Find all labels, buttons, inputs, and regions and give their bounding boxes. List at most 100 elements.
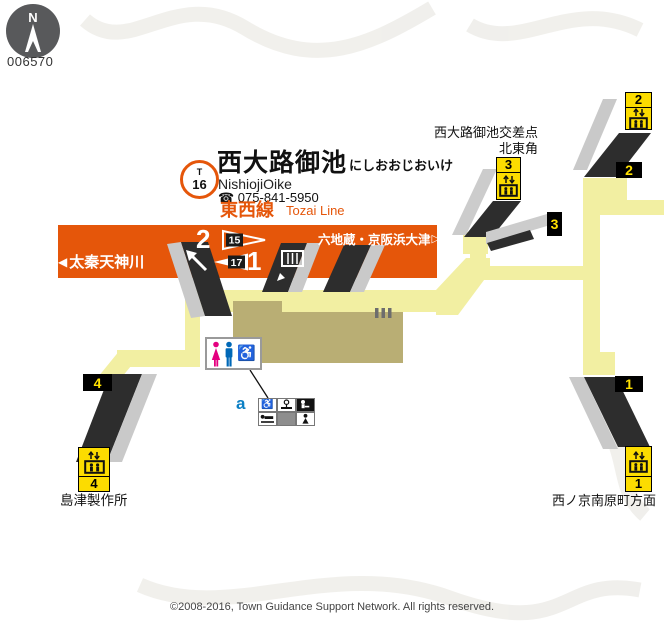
elevator-icon	[83, 459, 105, 474]
escalator-west-gray	[167, 242, 205, 318]
intersection-landmark: 西大路御池交差点 北東角	[418, 125, 538, 158]
exit3-sign-icons	[499, 173, 518, 199]
track-1-car-flag-icon: 17	[214, 253, 248, 271]
exit4-sign-number: 4	[79, 476, 109, 491]
exit2-path-label: 2	[616, 162, 642, 178]
path-exit1-landing	[583, 352, 615, 375]
elevator-icon	[629, 117, 648, 130]
wheelchair-icon: ♿	[237, 345, 256, 362]
escalator-mid	[262, 243, 307, 292]
wheelchair-icon: ♿	[261, 399, 274, 410]
exit2-sign-number: 2	[626, 93, 651, 108]
intersection-line2: 北東角	[498, 141, 538, 157]
elevator-icon	[499, 184, 518, 197]
copyright-text: ©2008-2016, Town Guidance Support Networ…	[169, 601, 495, 613]
exit4-stairs-gray	[107, 374, 157, 462]
stairs-mid	[323, 245, 371, 292]
direction-uzumasa: ◀ 太秦天神川	[58, 251, 144, 272]
exit1-sign: 1	[625, 446, 652, 492]
ostomate-icon	[281, 399, 292, 409]
facility-cell	[296, 412, 315, 426]
direction-rokujizo-label: 六地蔵・京阪浜大津	[318, 233, 431, 247]
station-number-badge: T 16	[180, 160, 219, 199]
exit1-sign-number: 1	[626, 476, 651, 491]
escalator-up-arrow-icon	[186, 250, 208, 272]
exit3-ramp-gray	[486, 214, 547, 244]
badge-number: 16	[192, 177, 207, 192]
exit2-stairs	[573, 99, 651, 177]
track-1-car-flag-number: 17	[231, 257, 243, 269]
exit4-stairs	[76, 374, 157, 462]
exit1-path-label: 1	[615, 376, 643, 392]
path-exit4-connector	[98, 350, 144, 377]
track-2-car-flag-number: 15	[229, 235, 241, 247]
up-down-arrows-icon	[632, 108, 645, 117]
line-name-en: Tozai Line	[286, 203, 345, 218]
compass-north-label: N	[28, 10, 37, 25]
direction-uzumasa-label: 太秦天神川	[69, 254, 145, 271]
concourse-area	[233, 301, 403, 363]
map-code: 006570	[7, 54, 54, 69]
line-name-ja: 東西線	[220, 200, 274, 220]
line-name: 東西線 Tozai Line	[220, 201, 345, 219]
exit2-stairs-black	[584, 133, 651, 177]
direction-rokujizo: 六地蔵・京阪浜大津 ▷	[318, 229, 440, 248]
ticket-gates-icon	[375, 308, 392, 318]
exit3-ramp-black	[487, 230, 534, 251]
facility-cell	[277, 398, 296, 412]
station-phone: ☎ 075-841-5950	[218, 190, 319, 205]
exit4-sign-icons	[83, 448, 105, 476]
exit4-path-label: 4	[83, 374, 112, 391]
track-1-number: 1	[247, 246, 262, 276]
exit2-stairs-gray	[573, 99, 617, 170]
path-east-band	[468, 266, 590, 280]
exit2-sign-icons	[629, 108, 648, 130]
exit3-sign-number: 3	[497, 158, 520, 173]
exit3-path-label: 3	[547, 212, 562, 236]
toilet-sign: ♿	[205, 337, 262, 370]
stairs-mid-gray	[350, 245, 385, 292]
exit3-stairs-gray	[452, 169, 497, 235]
landmark-nishinokyo: 西ノ京南原町方面	[552, 493, 657, 508]
exit2-sign: 2	[625, 92, 652, 130]
facility-cell	[258, 412, 277, 426]
escalator-mid-gray	[288, 243, 321, 292]
diaper-changing-icon	[260, 414, 274, 423]
man-icon	[225, 341, 233, 366]
child-seat-icon	[302, 413, 309, 424]
exit3-sign: 3	[496, 157, 521, 200]
baby-chair-icon	[301, 400, 310, 409]
facility-cell	[296, 398, 315, 412]
up-down-arrows-icon	[88, 450, 100, 460]
exit1-sign-icons	[629, 447, 648, 476]
right-triangle-icon: ▷	[431, 233, 440, 245]
exit4-sign: 4	[78, 447, 110, 492]
track-2-number: 2	[196, 224, 211, 254]
platform-stairs	[167, 242, 385, 318]
track-2-car-flag-icon: 15	[222, 229, 266, 251]
badge-line-letter: T	[196, 167, 203, 177]
path-top-right-band	[593, 200, 664, 215]
facility-cell: ♿	[258, 398, 277, 412]
station-name-ja: 西大路御池	[217, 149, 348, 177]
exit1-stairs	[569, 377, 650, 449]
escalator-west	[181, 242, 232, 316]
path-right-trunk	[583, 178, 600, 358]
intersection-line1: 西大路御池交差点	[433, 125, 538, 140]
escalator-icon	[277, 250, 304, 281]
woman-icon	[211, 341, 221, 366]
left-triangle-icon: ◀	[58, 254, 68, 269]
facility-icon-grid: ♿	[258, 398, 315, 426]
exit4-stairs-black	[76, 374, 142, 462]
exit3-stairs-black	[464, 201, 521, 237]
up-down-arrows-icon	[632, 450, 645, 460]
facility-cell-empty	[277, 412, 296, 426]
path-exit3-corner	[463, 232, 488, 254]
compass-icon: N	[6, 4, 60, 58]
exit3-stairs	[452, 169, 547, 251]
toilet-leader-line	[249, 369, 269, 399]
up-down-arrows-icon	[502, 175, 515, 184]
station-name: 西大路御池 にしおおじおいけ	[217, 149, 453, 177]
